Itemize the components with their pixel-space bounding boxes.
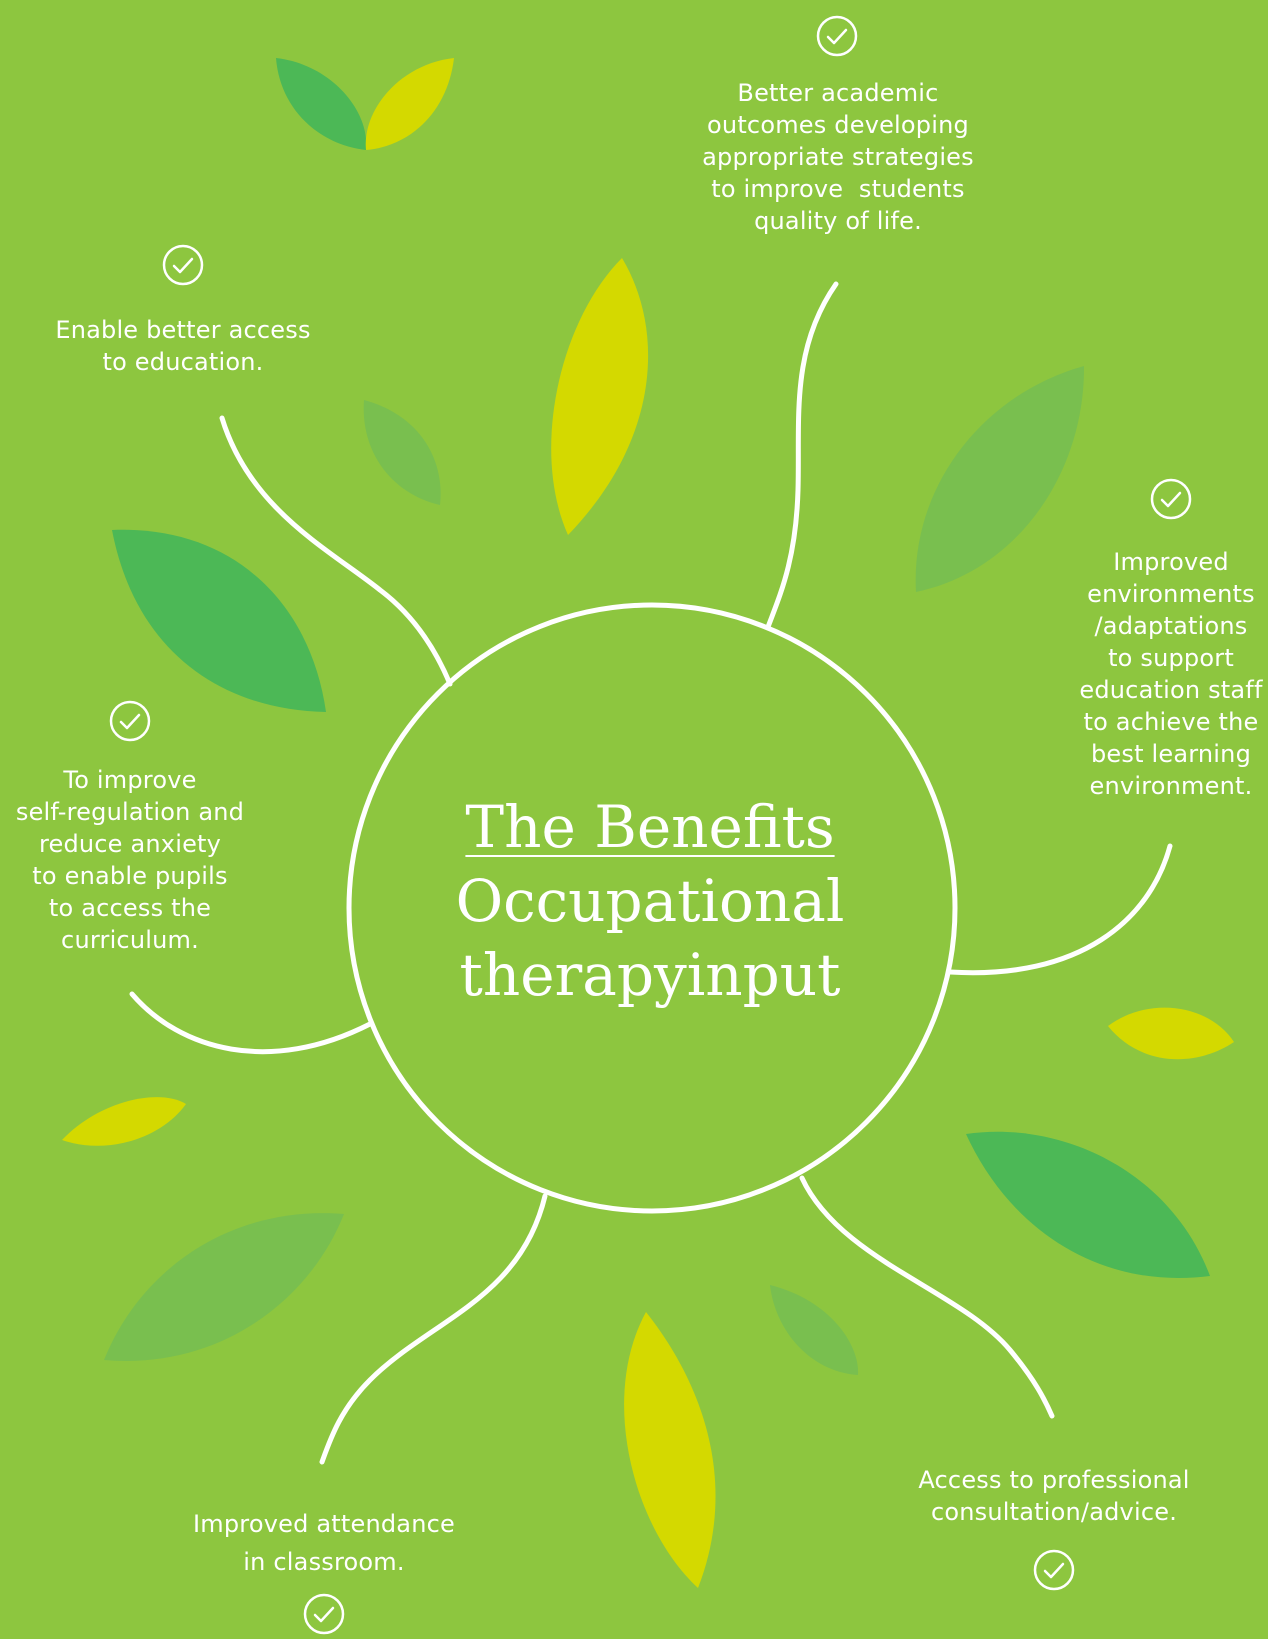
leaf bbox=[966, 1131, 1210, 1279]
leaf bbox=[915, 366, 1085, 592]
benefit-line: self-regulation and bbox=[15, 798, 245, 826]
leaf bbox=[1108, 1007, 1234, 1060]
benefit-line: Improved attendance bbox=[193, 1510, 455, 1538]
benefit-line: Access to professional bbox=[918, 1466, 1190, 1494]
benefit-line: to enable pupils bbox=[32, 862, 228, 890]
diagram-title: The Benefits Occupational therapyinput bbox=[430, 790, 870, 1012]
leaf bbox=[112, 529, 326, 712]
benefit-line: appropriate strategies bbox=[702, 143, 974, 171]
benefit-line: to achieve the bbox=[1083, 708, 1259, 736]
connector-attendance bbox=[319, 1193, 548, 1465]
check-circle-icon bbox=[816, 15, 858, 57]
connector-self-regulation bbox=[129, 991, 373, 1055]
benefit-line: /adaptations bbox=[1094, 612, 1248, 640]
connector-access bbox=[219, 415, 453, 687]
benefit-academic: Better academic outcomes developing appr… bbox=[668, 77, 1008, 237]
benefit-line: education staff bbox=[1079, 676, 1263, 704]
title-line-3: therapyinput bbox=[459, 941, 841, 1009]
leaf bbox=[62, 1097, 186, 1146]
benefit-line: curriculum. bbox=[61, 926, 199, 954]
benefit-line: Enable better access bbox=[55, 316, 311, 344]
connector-environments bbox=[947, 843, 1173, 976]
benefit-line: to education. bbox=[102, 348, 264, 376]
check-circle-icon bbox=[303, 1593, 345, 1635]
benefit-line: reduce anxiety bbox=[38, 830, 222, 858]
check-circle-icon bbox=[1150, 478, 1192, 520]
benefit-line: quality of life. bbox=[754, 207, 922, 235]
check-circle-icon bbox=[109, 700, 151, 742]
center-circle bbox=[346, 602, 958, 1214]
benefit-line: best learning bbox=[1090, 740, 1252, 768]
benefit-line: Better academic bbox=[737, 79, 939, 107]
benefit-line: to improve students bbox=[711, 175, 965, 203]
benefit-line: environment. bbox=[1089, 772, 1253, 800]
benefit-line: consultation/advice. bbox=[930, 1498, 1178, 1526]
leaves bbox=[62, 58, 1234, 1588]
benefit-self-regulation: To improve self-regulation and reduce an… bbox=[0, 764, 260, 956]
connector-consultation bbox=[799, 1175, 1055, 1419]
benefit-line: outcomes developing bbox=[707, 111, 969, 139]
title-line-2: Occupational bbox=[455, 867, 845, 935]
leaf bbox=[770, 1285, 859, 1375]
benefit-line: environments bbox=[1087, 580, 1255, 608]
benefit-access: Enable better access to education. bbox=[30, 314, 336, 378]
benefit-consultation: Access to professional consultation/advi… bbox=[880, 1464, 1228, 1528]
leaf bbox=[276, 58, 367, 150]
leaf bbox=[104, 1213, 344, 1361]
leaf bbox=[624, 1312, 716, 1588]
leaf bbox=[365, 58, 454, 150]
benefit-line: to access the bbox=[48, 894, 212, 922]
connector-academic bbox=[765, 281, 839, 630]
check-circle-icon bbox=[1033, 1549, 1075, 1591]
benefit-attendance: Improved attendance in classroom. bbox=[170, 1505, 478, 1581]
connectors bbox=[129, 281, 1173, 1465]
benefit-line: Improved bbox=[1113, 548, 1229, 576]
leaf bbox=[551, 258, 649, 535]
benefit-line: in classroom. bbox=[243, 1548, 405, 1576]
benefit-line: to support bbox=[1108, 644, 1234, 672]
leaf bbox=[363, 400, 441, 505]
benefit-environments: Improved environments /adaptations to su… bbox=[1066, 546, 1268, 802]
check-circle-icon bbox=[162, 244, 204, 286]
title-line-1: The Benefits bbox=[465, 793, 835, 861]
benefit-line: To improve bbox=[63, 766, 197, 794]
